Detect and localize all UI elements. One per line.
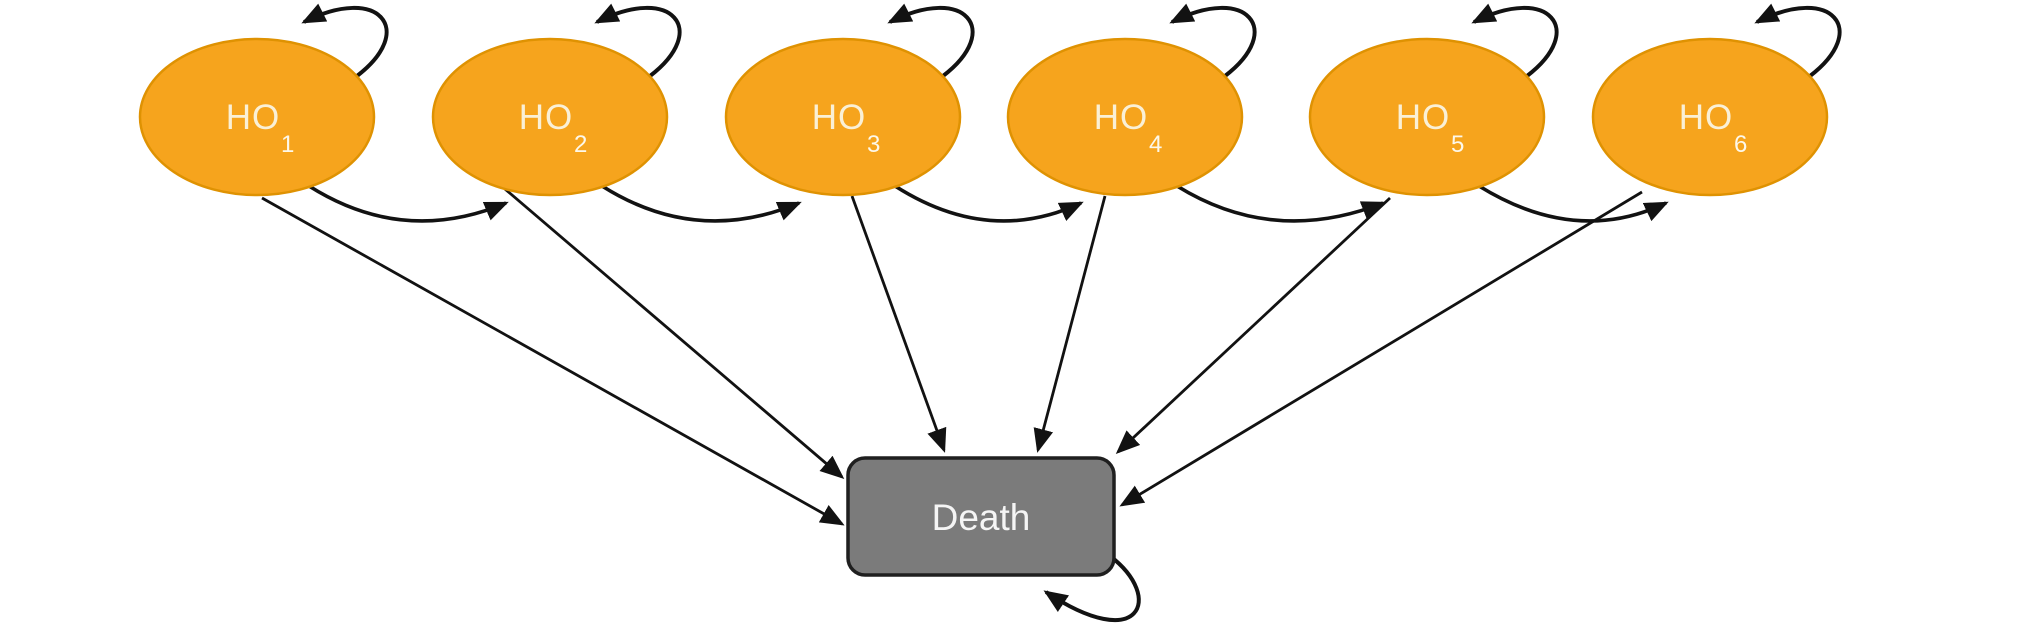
state-sub-ho4: 4: [1149, 131, 1162, 158]
arrow-ho4-to-death: [1033, 195, 1107, 453]
self-loop-ho1: [301, 3, 389, 78]
self-loop-ho4: [1169, 3, 1257, 78]
state-sub-ho2: 2: [574, 131, 587, 158]
state-ellipse-ho4: [1006, 37, 1244, 197]
state-ellipse-ho2: [431, 37, 669, 197]
state-ellipse-ho5: [1308, 37, 1546, 197]
self-loop-death: [1043, 554, 1141, 623]
arrow-ho1-to-ho2: [308, 184, 509, 223]
arrow-ho5-to-ho6: [1478, 184, 1669, 223]
state-label-ho1: HO: [226, 98, 281, 137]
death-node: Death: [846, 456, 1141, 623]
self-loop-ho5: [1471, 3, 1559, 78]
arrow-ho2-to-death: [504, 187, 845, 479]
state-label-ho6: HO: [1679, 98, 1734, 137]
arrow-ho4-to-ho5: [1176, 184, 1386, 223]
state-ellipse-ho1: [138, 37, 376, 197]
state-label-ho2: HO: [519, 98, 574, 137]
state-node-ho1: HO 1: [138, 3, 389, 197]
state-node-ho5: HO 5: [1308, 3, 1559, 197]
state-label-ho3: HO: [812, 98, 867, 137]
state-node-ho3: HO 3: [724, 3, 975, 197]
death-rect: [846, 456, 1116, 577]
state-sub-ho1: 1: [281, 131, 294, 158]
state-node-ho2: HO 2: [431, 3, 682, 197]
state-label-ho5: HO: [1396, 98, 1451, 137]
death-label: Death: [932, 497, 1031, 538]
state-node-ho6: HO 6: [1591, 3, 1842, 197]
forward-arrows-layer: [308, 184, 1669, 223]
state-node-ho4: HO 4: [1006, 3, 1257, 197]
arrow-ho1-to-death: [261, 196, 845, 526]
state-label-ho4: HO: [1094, 98, 1149, 137]
arrow-ho3-to-ho4: [894, 184, 1084, 223]
state-ellipse-ho6: [1591, 37, 1829, 197]
self-loop-ho2: [594, 3, 682, 78]
self-loop-ho3: [887, 3, 975, 78]
arrow-ho3-to-death: [850, 195, 947, 453]
state-sub-ho6: 6: [1734, 131, 1747, 158]
state-sub-ho5: 5: [1451, 131, 1464, 158]
self-loop-ho6: [1754, 3, 1842, 78]
death-arrows-layer: [261, 187, 1643, 526]
arrow-ho6-to-death: [1119, 190, 1643, 507]
state-ellipse-ho3: [724, 37, 962, 197]
state-sub-ho3: 3: [867, 131, 880, 158]
arrow-ho5-to-death: [1115, 196, 1391, 455]
arrow-ho2-to-ho3: [601, 184, 802, 223]
